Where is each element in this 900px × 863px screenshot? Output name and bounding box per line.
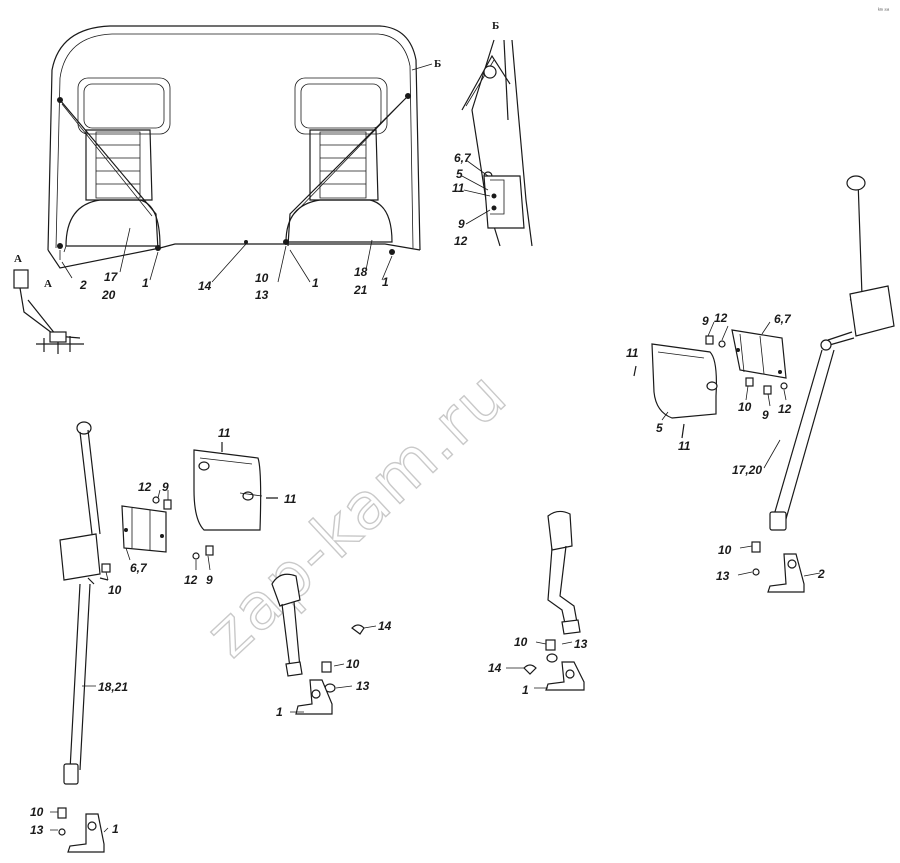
label-c-1: 1 <box>522 683 529 697</box>
middle-buckle-assembly: 14 10 13 1 <box>271 573 392 719</box>
view-letter-b-marker: Б <box>434 58 441 70</box>
corner-mark: ᵏᵐ ᵃᵃᵃ <box>878 8 890 14</box>
view-b-detail: Б 6,7 5 11 9 12 <box>452 20 533 248</box>
label-l-11b: 11 <box>284 492 297 506</box>
label-r-10: 10 <box>738 400 752 414</box>
label-l-9a: 9 <box>162 480 169 494</box>
label-cab-1b: 1 <box>312 276 319 290</box>
label-l-1: 1 <box>112 822 119 836</box>
label-b-9: 9 <box>458 217 465 231</box>
center-buckle-assembly: 10 13 14 1 <box>488 510 588 697</box>
label-cab-18: 18 <box>354 265 368 279</box>
label-b-12: 12 <box>454 234 468 248</box>
label-r-11b: 11 <box>678 439 691 453</box>
label-c-14: 14 <box>488 661 502 675</box>
view-letter-a-marker: А <box>44 278 52 290</box>
right-belt-assembly: 9 12 6,7 11 10 9 12 5 11 17,20 10 13 2 <box>626 175 895 593</box>
label-r-9: 9 <box>702 314 709 328</box>
label-cab-21: 21 <box>353 283 368 297</box>
label-l-12a: 12 <box>138 480 152 494</box>
label-r-2: 2 <box>817 567 825 581</box>
label-r-13: 13 <box>716 569 730 583</box>
label-l-6-7: 6,7 <box>130 561 148 575</box>
label-r-12a: 12 <box>714 311 728 325</box>
label-c-10: 10 <box>514 635 528 649</box>
label-r-10b: 10 <box>718 543 732 557</box>
label-b-11: 11 <box>452 181 465 195</box>
label-r-12b: 12 <box>778 402 792 416</box>
label-c-13: 13 <box>574 637 588 651</box>
left-belt-assembly: 11 11 12 9 6,7 10 12 9 18,21 10 13 1 <box>30 421 297 853</box>
cab-rear-view: 2 17 20 1 14 10 13 1 18 21 1 Б <box>47 25 441 302</box>
view-letter-b-title: Б <box>492 20 499 32</box>
label-cab-13: 13 <box>255 288 269 302</box>
label-cab-10: 10 <box>255 271 269 285</box>
label-l-10: 10 <box>108 583 122 597</box>
label-m-1: 1 <box>276 705 283 719</box>
view-letter-a-title: А <box>14 253 22 265</box>
label-l-11a: 11 <box>218 426 231 440</box>
view-a-detail: А А <box>13 253 84 354</box>
label-b-5: 5 <box>456 167 463 181</box>
label-r-5: 5 <box>656 421 663 435</box>
label-l-10b: 10 <box>30 805 44 819</box>
label-r-17-20: 17,20 <box>732 463 762 477</box>
label-r-11a: 11 <box>626 346 639 360</box>
label-r-9b: 9 <box>762 408 769 422</box>
label-cab-1c: 1 <box>382 275 389 289</box>
label-l-12b: 12 <box>184 573 198 587</box>
label-l-9b: 9 <box>206 573 213 587</box>
label-cab-17: 17 <box>104 270 119 284</box>
label-m-10: 10 <box>346 657 360 671</box>
label-cab-1a: 1 <box>142 276 149 290</box>
label-cab-2: 2 <box>79 278 87 292</box>
label-b-6-7: 6,7 <box>454 151 472 165</box>
label-cab-20: 20 <box>101 288 116 302</box>
label-cab-14: 14 <box>198 279 212 293</box>
label-l-13: 13 <box>30 823 44 837</box>
label-m-13: 13 <box>356 679 370 693</box>
label-m-14: 14 <box>378 619 392 633</box>
label-l-18-21: 18,21 <box>98 680 128 694</box>
label-r-6-7: 6,7 <box>774 312 792 326</box>
